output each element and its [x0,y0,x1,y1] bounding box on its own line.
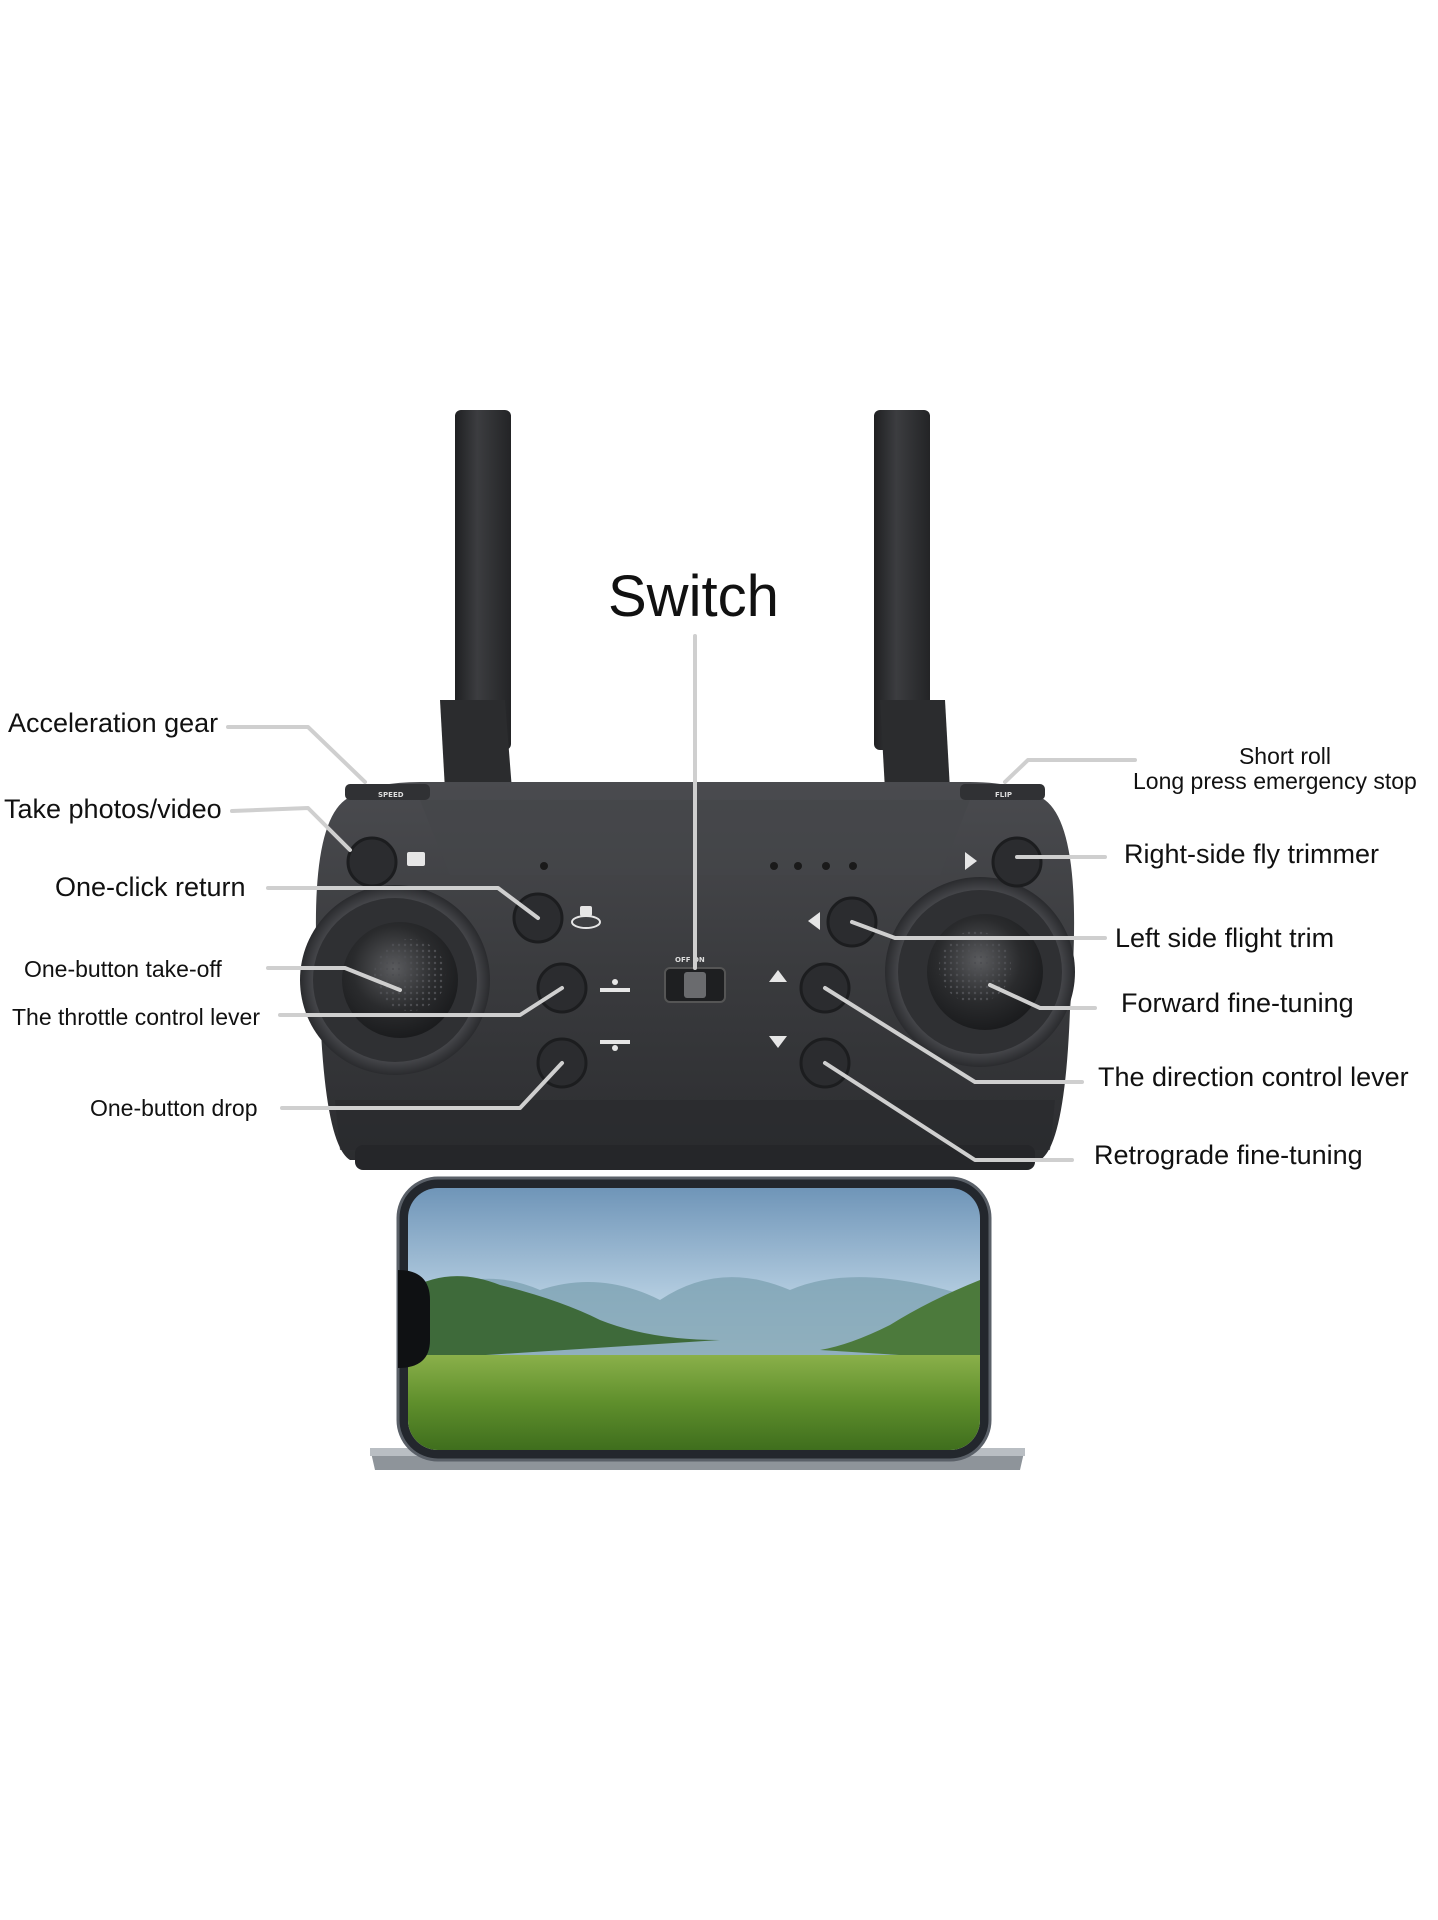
leader-line-acceleration [226,725,367,784]
right-joystick[interactable] [885,877,1075,1067]
left-arrow-icon [808,912,820,930]
led-indicator [794,862,802,870]
left-antenna [440,410,512,790]
led-indicator [540,862,548,870]
leader-line-left-trim [850,920,1107,940]
speed-mark: SPEED [378,791,404,799]
right-arrow-icon [965,852,977,870]
label-one-button-drop: One-button drop [90,1095,258,1121]
speed-shoulder-button[interactable] [345,784,430,800]
leader-line-direction [823,986,1084,1084]
switch-title: Switch [608,564,779,629]
down-arrow-icon [769,1036,787,1048]
label-direction-lever: The direction control lever [1098,1062,1409,1092]
label-one-click-return: One-click return [55,872,246,902]
led-indicator [849,862,857,870]
label-right-fly-trimmer: Right-side fly trimmer [1124,839,1380,869]
label-left-flight-trim: Left side flight trim [1115,923,1335,953]
label-take-photos: Take photos/video [4,794,222,824]
landing-icon [600,1040,630,1051]
flip-mark: FLIP [995,791,1012,799]
label-forward-fine-tuning: Forward fine-tuning [1121,988,1354,1018]
left-joystick[interactable] [300,885,490,1075]
label-throttle-lever: The throttle control lever [12,1004,261,1030]
label-long-press: Long press emergency stop [1133,768,1417,794]
label-acceleration-gear: Acceleration gear [8,708,219,738]
leader-line-return [266,886,540,920]
leader-line-forward [988,983,1097,1010]
smartphone [396,1176,992,1462]
leader-line-retrograde [823,1061,1074,1162]
right-antenna [874,410,950,790]
label-one-button-takeoff: One-button take-off [24,956,222,982]
leader-line-drop [280,1061,564,1110]
right-trim-button[interactable] [991,836,1043,888]
takeoff-icon [600,979,630,992]
camera-icon [407,852,425,866]
flip-shoulder-button[interactable] [960,784,1045,800]
switch-off-on-mark: OFF ON [675,956,705,964]
power-switch[interactable] [664,967,726,1003]
label-short-roll: Short roll [1238,743,1332,769]
leader-line-takeoff [266,966,402,992]
leader-line-short-roll [1003,758,1137,784]
return-home-icon [571,906,601,929]
label-retrograde-fine-tuning: Retrograde fine-tuning [1094,1140,1363,1170]
photo-button[interactable] [346,836,398,888]
up-arrow-icon [769,970,787,982]
led-indicator [770,862,778,870]
led-indicator [822,862,830,870]
leader-line-throttle [278,986,564,1017]
leader-line-photo [230,806,352,852]
